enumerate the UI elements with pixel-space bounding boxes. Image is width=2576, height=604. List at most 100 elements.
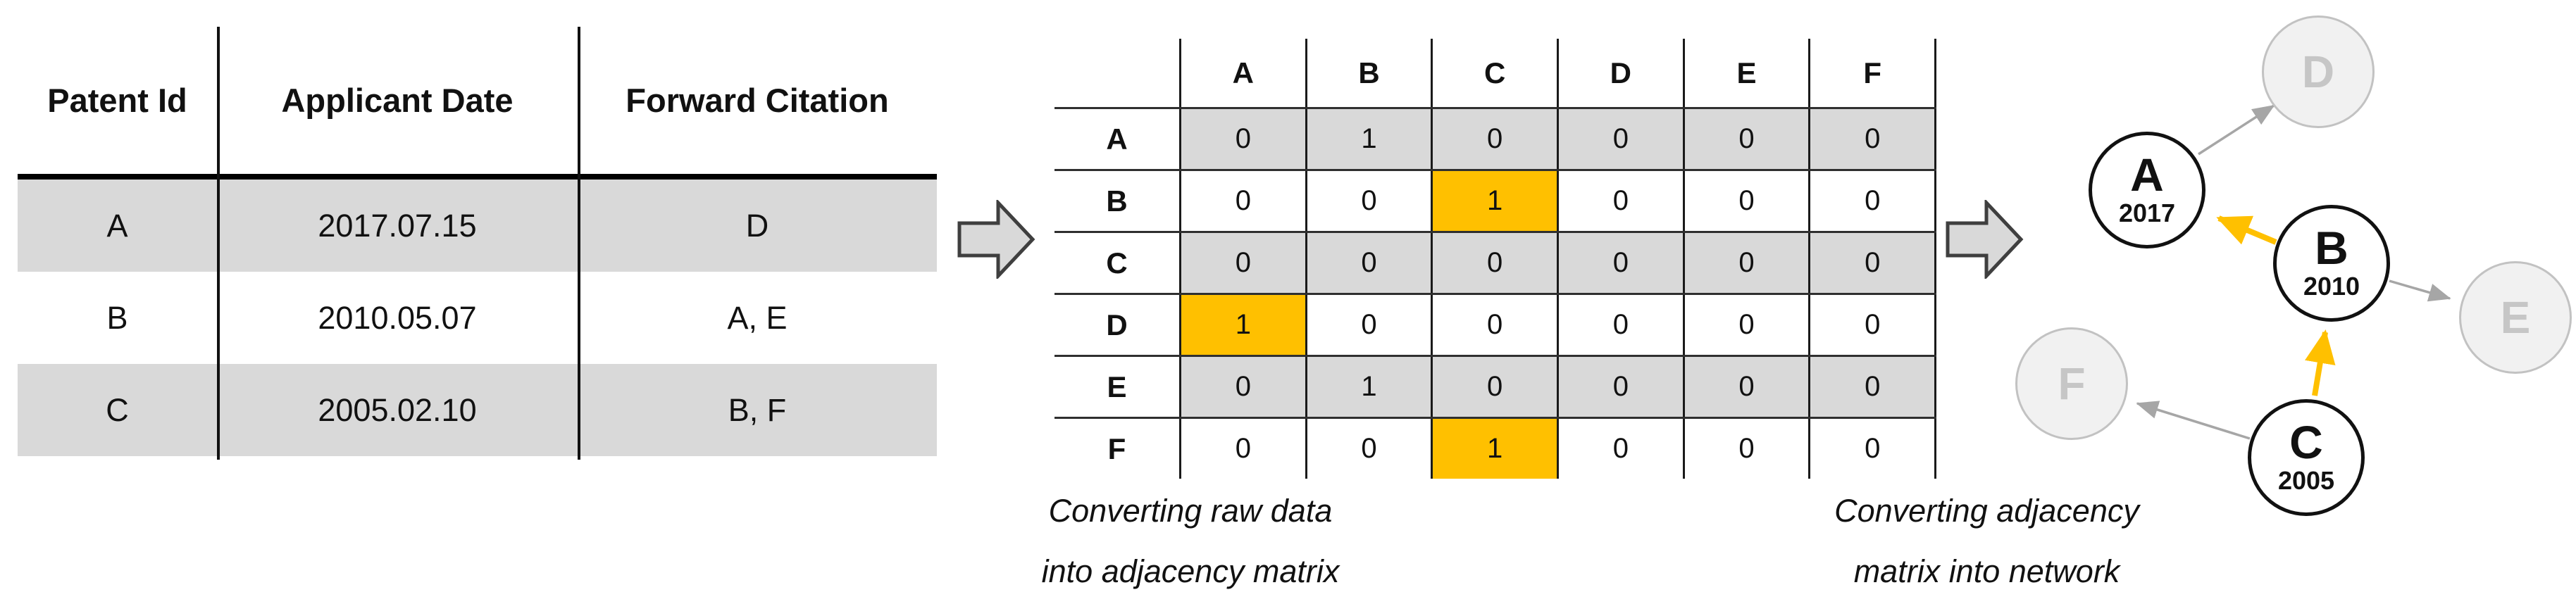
matrix-col-header: D: [1557, 39, 1683, 107]
caption-line: into adjacency matrix: [1041, 553, 1340, 589]
matrix-cell: 1: [1431, 419, 1557, 479]
caption-line: matrix into network: [1853, 553, 2120, 589]
flow-arrow-icon: [957, 198, 1035, 281]
matrix-cell: 0: [1431, 295, 1557, 355]
matrix-cell: 0: [1557, 233, 1683, 293]
node-label: E: [2500, 292, 2531, 343]
matrix-cell: 0: [1808, 419, 1937, 479]
network-node-f: F: [2015, 327, 2128, 440]
matrix-col-header: E: [1682, 39, 1809, 107]
matrix-row: E 0 1 0 0 0 0: [1054, 355, 1937, 417]
network-node-c: C 2005: [2248, 399, 2365, 516]
header-applicant-date: Applicant Date: [281, 82, 514, 119]
node-label: B: [2315, 222, 2348, 274]
forward-citation-cell: B, F: [728, 391, 787, 428]
network-node-a: A 2017: [2089, 132, 2205, 248]
matrix-row-label: C: [1106, 246, 1128, 279]
matrix-cell: 0: [1808, 357, 1937, 417]
matrix-cell: 0: [1808, 171, 1937, 231]
matrix-col-header: B: [1305, 39, 1431, 107]
matrix-cell: 0: [1682, 357, 1809, 417]
matrix-cell: 1: [1179, 295, 1305, 355]
matrix-caption: Converting raw data into adjacency matri…: [1014, 493, 1367, 590]
matrix-cell: 0: [1682, 295, 1809, 355]
edge-b-to-e: [2389, 279, 2451, 302]
node-label: F: [2058, 358, 2086, 409]
edge-b-to-a: [2216, 215, 2277, 245]
header-patent-id: Patent Id: [47, 82, 187, 119]
matrix-cell: 0: [1557, 419, 1683, 479]
table-row: C 2005.02.10 B, F: [18, 364, 937, 456]
column-divider: [217, 27, 220, 460]
network-caption: Converting adjacency matrix into network: [1805, 493, 2168, 590]
patent-id-cell: C: [106, 391, 129, 428]
matrix-cell: 0: [1179, 419, 1305, 479]
matrix-cell: 1: [1305, 109, 1431, 169]
matrix-cell: 0: [1305, 171, 1431, 231]
matrix-row: C 0 0 0 0 0 0: [1054, 231, 1937, 293]
edge-c-to-f: [2136, 401, 2251, 440]
matrix-col-header: F: [1808, 39, 1937, 107]
table-header-row: Patent Id Applicant Date Forward Citatio…: [18, 27, 937, 174]
matrix-cell: 0: [1682, 419, 1809, 479]
patent-id-cell: A: [106, 207, 128, 244]
edge-c-to-b: [2305, 329, 2336, 396]
network-node-d: D: [2262, 15, 2375, 128]
matrix-cell: 1: [1305, 357, 1431, 417]
matrix-header-row: A B C D E F: [1054, 39, 1937, 107]
column-divider: [578, 27, 580, 460]
applicant-date-cell: 2005.02.10: [318, 391, 477, 428]
matrix-col-header: C: [1431, 39, 1557, 107]
matrix-cell: 0: [1808, 233, 1937, 293]
matrix-cell: 0: [1179, 357, 1305, 417]
matrix-row-label: A: [1106, 122, 1128, 156]
node-year: 2005: [2277, 466, 2335, 495]
edge-a-to-d: [2198, 104, 2275, 156]
header-forward-citation: Forward Citation: [626, 82, 889, 119]
matrix-cell: 0: [1557, 357, 1683, 417]
forward-citation-cell: A, E: [727, 299, 788, 336]
node-year: 2017: [2118, 199, 2176, 227]
node-label: C: [2289, 416, 2323, 468]
adjacency-matrix: A B C D E F A 0 1 0 0 0 0 B 0 0 1 0 0 0 …: [1054, 39, 1937, 479]
matrix-row: B 0 0 1 0 0 0: [1054, 169, 1937, 231]
matrix-row: D 1 0 0 0 0 0: [1054, 293, 1937, 355]
matrix-cell: 0: [1305, 295, 1431, 355]
node-label: D: [2301, 46, 2335, 97]
flow-arrow-icon: [1945, 198, 2024, 281]
matrix-cell: 0: [1179, 233, 1305, 293]
table-row: B 2010.05.07 A, E: [18, 272, 937, 364]
applicant-date-cell: 2010.05.07: [318, 299, 477, 336]
matrix-cell: 0: [1179, 109, 1305, 169]
matrix-cell: 0: [1179, 171, 1305, 231]
matrix-row-label: D: [1106, 308, 1128, 341]
matrix-cell: 1: [1431, 171, 1557, 231]
node-year: 2010: [2303, 272, 2360, 301]
matrix-row: F 0 0 1 0 0 0: [1054, 417, 1937, 479]
table-row: A 2017.07.15 D: [18, 180, 937, 272]
matrix-cell: 0: [1431, 357, 1557, 417]
caption-line: Converting adjacency: [1834, 493, 2139, 529]
caption-line: Converting raw data: [1048, 493, 1333, 529]
matrix-cell: 0: [1557, 171, 1683, 231]
header-separator: [18, 174, 937, 180]
matrix-cell: 0: [1305, 233, 1431, 293]
matrix-cell: 0: [1431, 109, 1557, 169]
matrix-row-label: B: [1106, 184, 1128, 218]
matrix-cell: 0: [1682, 171, 1809, 231]
matrix-corner-cell: [1054, 39, 1179, 107]
node-label: A: [2130, 149, 2164, 201]
network-node-b: B 2010: [2273, 205, 2390, 322]
applicant-date-cell: 2017.07.15: [318, 207, 477, 244]
matrix-cell: 0: [1682, 109, 1809, 169]
matrix-row-label: F: [1107, 432, 1126, 465]
matrix-row-label: E: [1107, 370, 1127, 403]
matrix-cell: 0: [1431, 233, 1557, 293]
matrix-cell: 0: [1682, 233, 1809, 293]
matrix-row: A 0 1 0 0 0 0: [1054, 107, 1937, 169]
matrix-cell: 0: [1557, 295, 1683, 355]
matrix-cell: 0: [1557, 109, 1683, 169]
forward-citation-cell: D: [745, 207, 769, 244]
matrix-cell: 0: [1808, 295, 1937, 355]
